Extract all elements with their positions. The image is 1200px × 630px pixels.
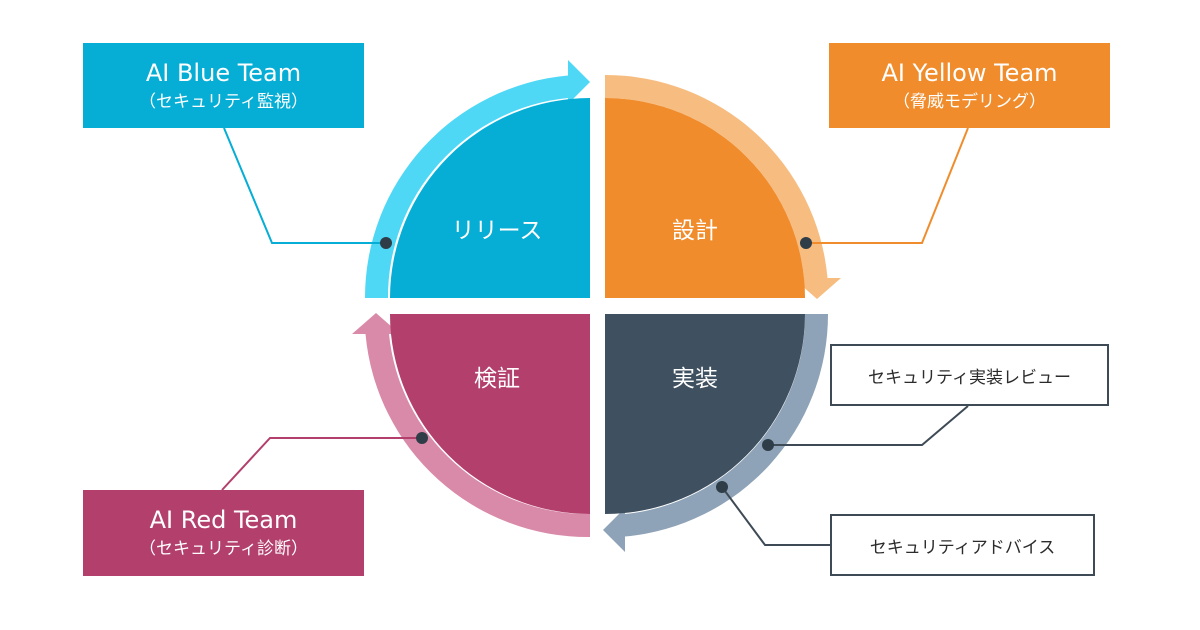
yellow-team-subtitle: （脅威モデリング） — [893, 91, 1046, 112]
implementation-label: 実装 — [672, 366, 718, 392]
design-arrow-band — [605, 74, 841, 300]
code-review-connector — [768, 405, 969, 446]
implementation-sector — [605, 314, 805, 514]
blue-team-subtitle: （セキュリティ監視） — [139, 91, 308, 112]
code-review-label: セキュリティ実装レビュー — [868, 367, 1071, 388]
blue-team-connector — [223, 127, 386, 244]
code-review-callout: セキュリティ実装レビュー — [830, 344, 1109, 406]
advice-connector — [721, 486, 830, 546]
release-sector — [390, 98, 590, 298]
red-team-subtitle: （セキュリティ診断） — [139, 539, 308, 559]
design-sector — [605, 98, 805, 298]
design-label: 設計 — [672, 218, 718, 244]
yellow-team-connector-dot — [800, 237, 812, 249]
red-team-box: AI Red Team （セキュリティ診断） — [83, 490, 364, 576]
blue-team-connector-dot — [380, 237, 392, 249]
verification-arrow-band — [352, 313, 590, 538]
red-team-connector-dot — [416, 432, 428, 444]
blue-team-box: AI Blue Team （セキュリティ監視） — [83, 43, 364, 128]
implementation-arrow-band — [603, 314, 829, 552]
yellow-team-title: AI Yellow Team — [881, 58, 1058, 87]
code-review-connector-dot — [762, 439, 774, 451]
red-team-title: AI Red Team — [149, 506, 298, 534]
quadrant-design: 設計 — [605, 74, 841, 300]
blue-team-title: AI Blue Team — [145, 58, 302, 87]
advice-label: セキュリティアドバイス — [869, 537, 1056, 558]
quadrant-release: リリース — [364, 60, 590, 298]
advice-connector-dot — [716, 481, 728, 493]
red-team-connector — [221, 437, 422, 491]
quadrant-implementation: 実装 — [603, 314, 829, 552]
release-arrow-band — [364, 60, 590, 298]
verification-label: 検証 — [474, 366, 520, 392]
verification-sector — [390, 314, 590, 514]
yellow-team-box: AI Yellow Team （脅威モデリング） — [829, 43, 1110, 128]
quadrant-verification: 検証 — [352, 313, 590, 538]
advice-callout: セキュリティアドバイス — [830, 514, 1095, 576]
yellow-team-connector — [806, 127, 969, 244]
release-label: リリース — [452, 218, 543, 244]
